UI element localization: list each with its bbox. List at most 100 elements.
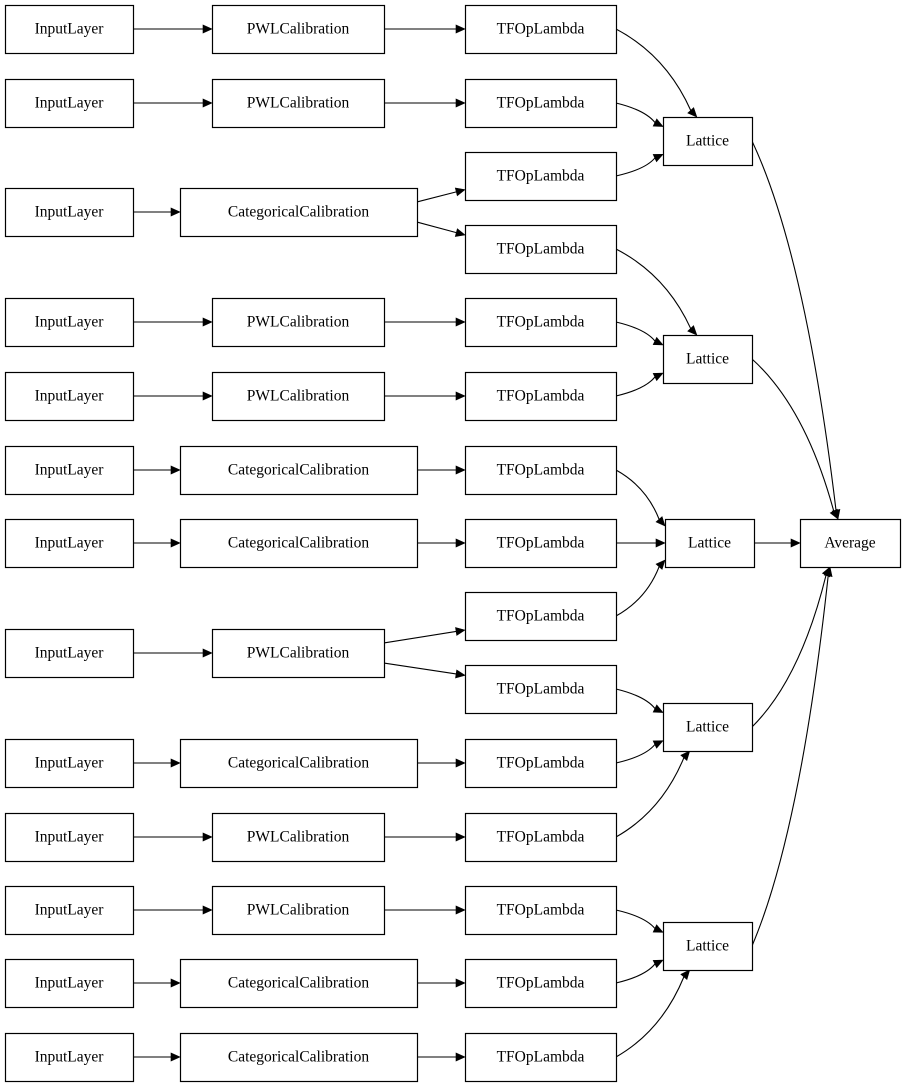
node-tfop[interactable]: TFOpLambda — [464, 151, 618, 202]
edge-arrowhead — [680, 750, 691, 761]
node-tfop[interactable]: TFOpLambda — [464, 518, 618, 569]
edge-arrowhead — [655, 538, 666, 548]
node-box — [211, 371, 386, 422]
node-tfop[interactable]: TFOpLambda — [464, 958, 618, 1009]
node-lattice[interactable]: Lattice — [662, 334, 754, 385]
edge-in10-to-cal10 — [133, 832, 213, 842]
node-tfop[interactable]: TFOpLambda — [464, 371, 618, 422]
node-input[interactable]: InputLayer — [4, 738, 135, 789]
node-pwl[interactable]: PWLCalibration — [211, 885, 386, 936]
edge-line — [416, 221, 457, 234]
node-label: TFOpLambda — [497, 975, 585, 992]
node-pwl[interactable]: PWLCalibration — [211, 371, 386, 422]
node-box — [464, 885, 618, 936]
node-label: CategoricalCalibration — [228, 204, 369, 221]
node-input[interactable]: InputLayer — [4, 958, 135, 1009]
edge-arrowhead — [455, 627, 466, 636]
edge-arrowhead — [202, 391, 213, 401]
node-label: CategoricalCalibration — [228, 462, 369, 479]
node-categorical[interactable]: CategoricalCalibration — [179, 187, 419, 238]
edge-layer — [133, 24, 841, 1062]
node-input[interactable]: InputLayer — [4, 1032, 135, 1083]
node-box — [464, 151, 618, 202]
edge-line — [615, 376, 656, 397]
node-box — [4, 628, 135, 679]
edge-op2-to-lat1 — [615, 102, 664, 127]
node-tfop[interactable]: TFOpLambda — [464, 1032, 618, 1083]
node-categorical[interactable]: CategoricalCalibration — [179, 518, 419, 569]
node-label: TFOpLambda — [497, 829, 585, 846]
edge-arrowhead — [652, 372, 664, 382]
node-box — [211, 812, 386, 863]
node-lattice[interactable]: Lattice — [662, 116, 754, 167]
edge-cal7-to-op8 — [417, 538, 466, 548]
node-input[interactable]: InputLayer — [4, 4, 135, 55]
edge-cal4-to-op5 — [384, 317, 466, 327]
edge-line — [615, 688, 656, 709]
node-box — [179, 1032, 419, 1083]
node-tfop[interactable]: TFOpLambda — [464, 738, 618, 789]
node-input[interactable]: InputLayer — [4, 518, 135, 569]
edge-arrowhead — [170, 758, 181, 768]
node-lattice[interactable]: Lattice — [664, 518, 756, 569]
node-pwl[interactable]: PWLCalibration — [211, 4, 386, 55]
node-tfop[interactable]: TFOpLambda — [464, 812, 618, 863]
edge-arrowhead — [455, 978, 466, 988]
node-input[interactable]: InputLayer — [4, 628, 135, 679]
node-categorical[interactable]: CategoricalCalibration — [179, 445, 419, 496]
edge-in8-to-cal8 — [133, 648, 213, 658]
node-input[interactable]: InputLayer — [4, 812, 135, 863]
node-input[interactable]: InputLayer — [4, 885, 135, 936]
node-lattice[interactable]: Lattice — [662, 921, 754, 972]
edge-cal5-to-op6 — [384, 391, 466, 401]
edge-line — [615, 469, 660, 520]
node-label: TFOpLambda — [497, 241, 585, 258]
edge-op3-to-lat1 — [615, 153, 664, 177]
node-categorical[interactable]: CategoricalCalibration — [179, 738, 419, 789]
node-box — [179, 738, 419, 789]
node-tfop[interactable]: TFOpLambda — [464, 78, 618, 129]
node-pwl[interactable]: PWLCalibration — [211, 628, 386, 679]
node-label: PWLCalibration — [247, 902, 350, 919]
edge-line — [615, 744, 656, 764]
edge-arrowhead — [455, 758, 466, 768]
node-pwl[interactable]: PWLCalibration — [211, 78, 386, 129]
node-label: PWLCalibration — [247, 388, 350, 405]
node-tfop[interactable]: TFOpLambda — [464, 664, 618, 715]
node-categorical[interactable]: CategoricalCalibration — [179, 958, 419, 1009]
edge-arrowhead — [170, 538, 181, 548]
node-label: Lattice — [686, 351, 729, 368]
edge-lat5-to-avg — [751, 566, 833, 947]
node-box — [662, 116, 754, 167]
node-tfop[interactable]: TFOpLambda — [464, 591, 618, 642]
node-tfop[interactable]: TFOpLambda — [464, 297, 618, 348]
edge-op10-to-lat4 — [615, 688, 664, 713]
node-box — [464, 445, 618, 496]
node-tfop[interactable]: TFOpLambda — [464, 4, 618, 55]
node-lattice[interactable]: Lattice — [662, 702, 754, 753]
node-input[interactable]: InputLayer — [4, 187, 135, 238]
node-box — [4, 297, 135, 348]
node-input[interactable]: InputLayer — [4, 371, 135, 422]
node-label: TFOpLambda — [497, 388, 585, 405]
node-tfop[interactable]: TFOpLambda — [464, 885, 618, 936]
node-label: InputLayer — [35, 755, 105, 772]
edge-arrowhead — [202, 832, 213, 842]
node-average[interactable]: Average — [799, 518, 902, 569]
node-pwl[interactable]: PWLCalibration — [211, 812, 386, 863]
edge-op14-to-lat5 — [615, 959, 664, 984]
node-input[interactable]: InputLayer — [4, 78, 135, 129]
edge-arrowhead — [455, 98, 466, 108]
node-input[interactable]: InputLayer — [4, 297, 135, 348]
node-categorical[interactable]: CategoricalCalibration — [179, 1032, 419, 1083]
edge-op9-to-lat3 — [615, 559, 666, 617]
node-pwl[interactable]: PWLCalibration — [211, 297, 386, 348]
node-tfop[interactable]: TFOpLambda — [464, 224, 618, 275]
edge-lat4-to-avg — [751, 566, 831, 728]
edge-line — [615, 963, 656, 984]
edge-cal6-to-op7 — [417, 465, 466, 475]
node-input[interactable]: InputLayer — [4, 445, 135, 496]
node-label: InputLayer — [35, 975, 105, 992]
edge-arrowhead — [170, 465, 181, 475]
node-tfop[interactable]: TFOpLambda — [464, 445, 618, 496]
